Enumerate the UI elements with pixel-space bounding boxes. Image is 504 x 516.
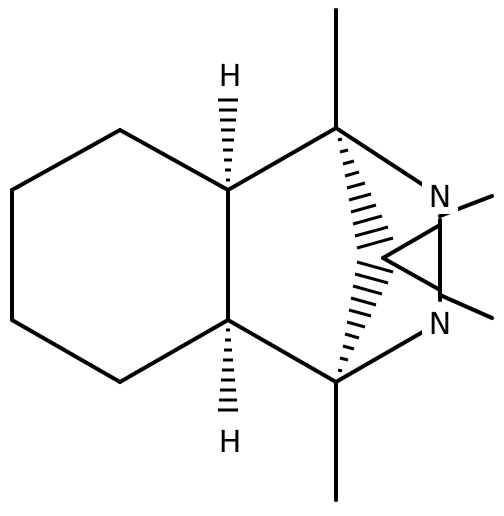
bond-ring-4	[10, 318, 122, 384]
hashed-wedges	[218, 98, 394, 412]
hashed-wedge-h-bottom	[218, 328, 238, 412]
hashed-wedge-bridge-top	[337, 137, 394, 250]
bond-n-right-bottom	[438, 293, 494, 320]
bond-c4-n3	[334, 320, 442, 384]
atom-label-h-bottom: H	[219, 425, 242, 460]
hashed-wedge-bridge-bottom	[337, 260, 394, 373]
bond-c-n-lower	[381, 256, 442, 292]
bond-ring-5	[118, 318, 230, 384]
bond-ring-1	[118, 128, 230, 192]
atom-label-n-top: N	[429, 180, 451, 215]
atom-label-n-bottom: N	[429, 307, 451, 342]
bond-c1-n2	[334, 126, 442, 198]
atom-label-h-top: H	[219, 59, 242, 94]
bond-n-right-top	[438, 194, 494, 218]
hashed-wedge-h-top	[218, 98, 238, 182]
bond-n-c-double-a	[381, 223, 442, 260]
bond-c8a-c4	[226, 318, 338, 384]
bond-ring-2	[10, 128, 122, 192]
bond-c4a-c1	[226, 126, 338, 192]
bond-lines	[10, 8, 494, 502]
